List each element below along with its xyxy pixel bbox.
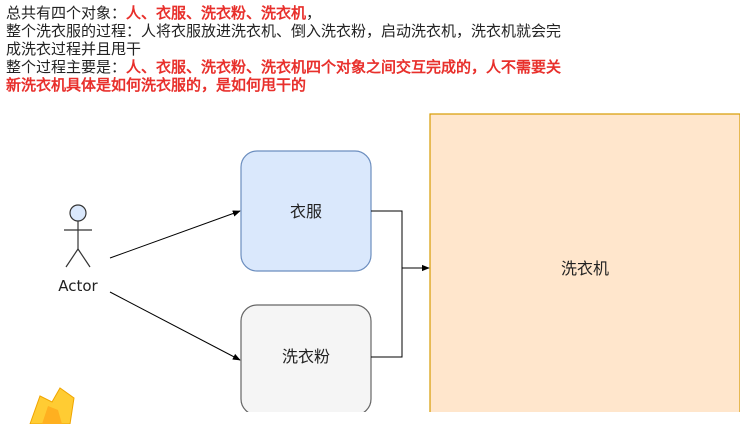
clothes-label: 衣服 [290, 202, 322, 221]
actor-head [69, 204, 87, 222]
summary-intro: 整个过程主要是： [6, 58, 127, 76]
description-text: 总共有四个对象：人、衣服、洗衣粉、洗衣机， 整个洗衣服的过程：人将衣服放进洗衣机… [6, 4, 696, 94]
washing-diagram: 洗衣机 衣服 洗衣粉 Actor [58, 113, 740, 412]
objects-suffix: ， [306, 4, 322, 22]
objects-intro: 总共有四个对象： [6, 4, 127, 22]
washer-label: 洗衣机 [561, 259, 609, 278]
objects-line: 总共有四个对象：人、衣服、洗衣粉、洗衣机， [6, 4, 696, 22]
arrow-actor-to-detergent [109, 291, 241, 361]
detergent-label: 洗衣粉 [282, 347, 330, 366]
actor-label: Actor [58, 277, 98, 295]
summary-line-2: 新洗衣机具体是如何洗衣服的，是如何甩干的 [6, 76, 307, 94]
actor-figure[interactable] [64, 204, 92, 268]
connector-clothes-to-washer [371, 210, 430, 272]
summary-line-1: 整个过程主要是：人、衣服、洗衣粉、洗衣机四个对象之间交互完成的，人不需要关 [6, 58, 696, 76]
process-line-2: 成洗衣过程并且甩干 [6, 40, 142, 58]
sticker-icon [29, 387, 75, 424]
washer-box[interactable] [429, 113, 740, 412]
process-line-1: 整个洗衣服的过程：人将衣服放进洗衣机、倒入洗衣粉，启动洗衣机，洗衣机就会完 [6, 22, 562, 40]
actor-right-leg [77, 248, 91, 268]
arrow-actor-to-clothes [109, 210, 241, 259]
summary-emphasis-1: 人、衣服、洗衣粉、洗衣机四个对象之间交互完成的，人不需要关 [126, 58, 562, 76]
actor-left-leg [65, 248, 79, 268]
detergent-box[interactable] [240, 304, 372, 412]
objects-list: 人、衣服、洗衣粉、洗衣机 [126, 4, 307, 22]
connector-detergent-to-washer [371, 268, 403, 358]
